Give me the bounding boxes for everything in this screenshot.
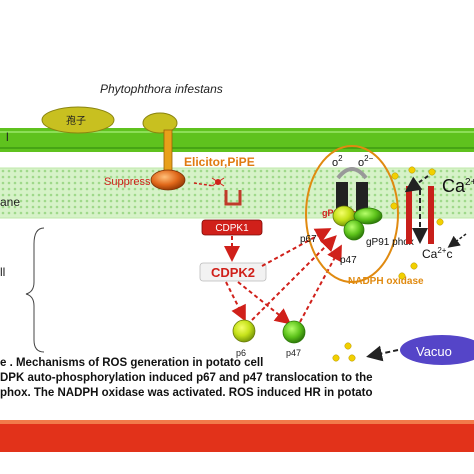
calcium-dot [398,272,406,280]
plasma-membrane [0,168,474,218]
superoxide-left: o2 [332,154,343,169]
calcium-ion-label: Ca2+c [422,246,452,261]
p47-label: p47 [340,255,357,266]
superoxide-right: o2− [358,154,374,169]
spore-label: 孢子 [66,115,86,127]
cdpk2-label: CDPK2 [211,265,255,280]
bottom-band [0,424,474,452]
vacuole-release-arrow [366,345,399,362]
p67-label: p67 [300,234,317,245]
suppressor-head [150,169,186,191]
cdpk1-box [201,219,263,236]
vacuole [400,335,474,365]
cell-wall-label: l [6,130,9,144]
cell-label: ll [0,265,5,279]
calcium-dot [408,166,416,174]
calcium-dot [332,354,340,362]
gp91-label: gP91 phox [366,237,414,248]
calcium-channel-left [406,186,412,244]
elicitor-receptor [224,190,242,206]
nadph-oxidase-highlight [305,145,399,283]
membrane-label: ane [0,195,20,209]
free-p6-subunit [232,319,256,343]
free-p6-label: p6 [236,348,246,358]
calcium-channel-right [428,186,434,244]
caption-line-3: phox. The NADPH oxidase was activated. R… [0,387,373,399]
vacuole-label: Vacuo [416,344,452,359]
free-p47-label: p47 [286,348,301,358]
organism-label: Phytophthora infestans [100,82,223,96]
calcium-dot [410,262,418,270]
calcium-ion-dots [332,166,444,362]
cdpk2-to-p6-arrow [225,281,246,322]
germ-tube [142,112,178,134]
caption-line-1: e . Mechanisms of ROS generation in pota… [0,357,263,369]
spore [41,106,115,134]
cdpk2-to-complex-arrow [261,228,332,267]
suppressor-label: Suppress [104,176,151,188]
superoxide-arc [336,167,368,180]
caption-line-2: DPK auto-phosphorylation induced p67 and… [0,372,373,384]
calcium-channel-label: Ca2+ [442,176,474,196]
cdpk2-to-p47-arrow [237,281,292,325]
suppressor-stalk [163,129,173,177]
calcium-dot [344,342,352,350]
complex-subunit-p47 [343,219,365,241]
calcium-dot [428,168,436,176]
p6-to-complex-arrow [251,235,337,321]
complex-subunit-green [353,207,383,225]
calcium-dot [436,218,444,226]
elicitor-label: Elicitor,PiPE [184,155,255,169]
elicitor-molecule [211,177,225,187]
cdpk1-label: CDPK1 [215,223,249,234]
bottom-band-accent [0,420,474,424]
cdpk2-box [199,262,267,282]
calcium-dot [391,172,399,180]
calcium-release-arrow [447,233,467,248]
free-p47-subunit [282,320,306,344]
cytoplasm-brace [25,227,45,353]
p47-to-complex-arrow [299,244,342,323]
receptor-block-arrow [193,182,215,187]
calcium-dot [348,354,356,362]
nadph-oxidase-label: NADPH oxidase [348,276,424,287]
calcium-dot [390,202,398,210]
